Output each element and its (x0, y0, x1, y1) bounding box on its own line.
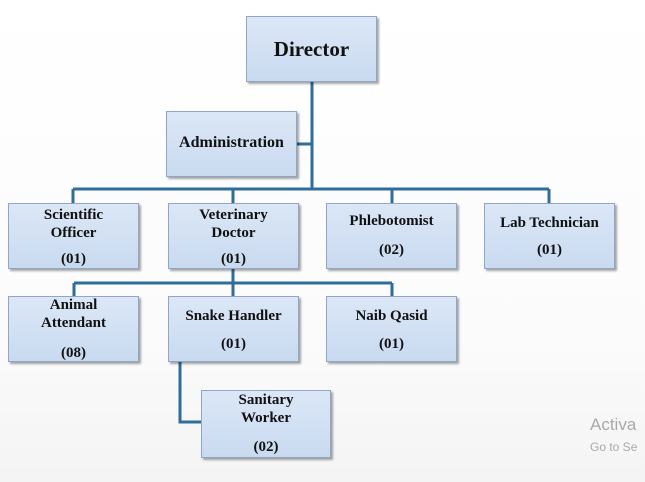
lab-technician-count: (01) (537, 242, 562, 258)
naib-qasid-count: (01) (379, 336, 404, 352)
naib-qasid-title: Naib Qasid (355, 308, 428, 324)
scientific-officer-box: Scientific Officer (01) (8, 203, 139, 269)
animal-attendant-count: (08) (61, 345, 86, 361)
activation-watermark-title: Activa (590, 415, 637, 434)
phlebotomist-count: (02) (379, 242, 404, 258)
lab-technician-box: Lab Technician (01) (484, 203, 615, 269)
snake-handler-count: (01) (221, 336, 246, 352)
sanitary-worker-box: Sanitary Worker (02) (201, 390, 331, 458)
scientific-officer-count: (01) (61, 251, 86, 267)
naib-qasid-box: Naib Qasid (01) (326, 296, 457, 362)
sanitary-worker-title: Sanitary Worker (238, 392, 294, 426)
administration-box: Administration (166, 111, 297, 177)
activation-watermark-subtitle: Go to Se (590, 440, 638, 454)
veterinary-doctor-title: Veterinary Doctor (199, 207, 268, 241)
sanitary-worker-connector (178, 362, 201, 424)
director-title: Director (273, 37, 350, 61)
veterinary-doctor-box: Veterinary Doctor (01) (168, 203, 299, 269)
scientific-officer-title: Scientific Officer (43, 207, 104, 241)
veterinary-doctor-count: (01) (221, 251, 246, 267)
administration-title: Administration (179, 134, 284, 151)
sanitary-worker-count: (02) (253, 439, 279, 455)
animal-attendant-title: Animal Attendant (40, 297, 106, 331)
snake-handler-title: Snake Handler (185, 308, 282, 324)
phlebotomist-title: Phlebotomist (349, 213, 434, 229)
director-box: Director (246, 16, 377, 82)
snake-handler-box: Snake Handler (01) (168, 296, 299, 362)
phlebotomist-box: Phlebotomist (02) (326, 203, 457, 269)
animal-attendant-box: Animal Attendant (08) (8, 296, 139, 362)
lab-technician-title: Lab Technician (500, 215, 599, 231)
